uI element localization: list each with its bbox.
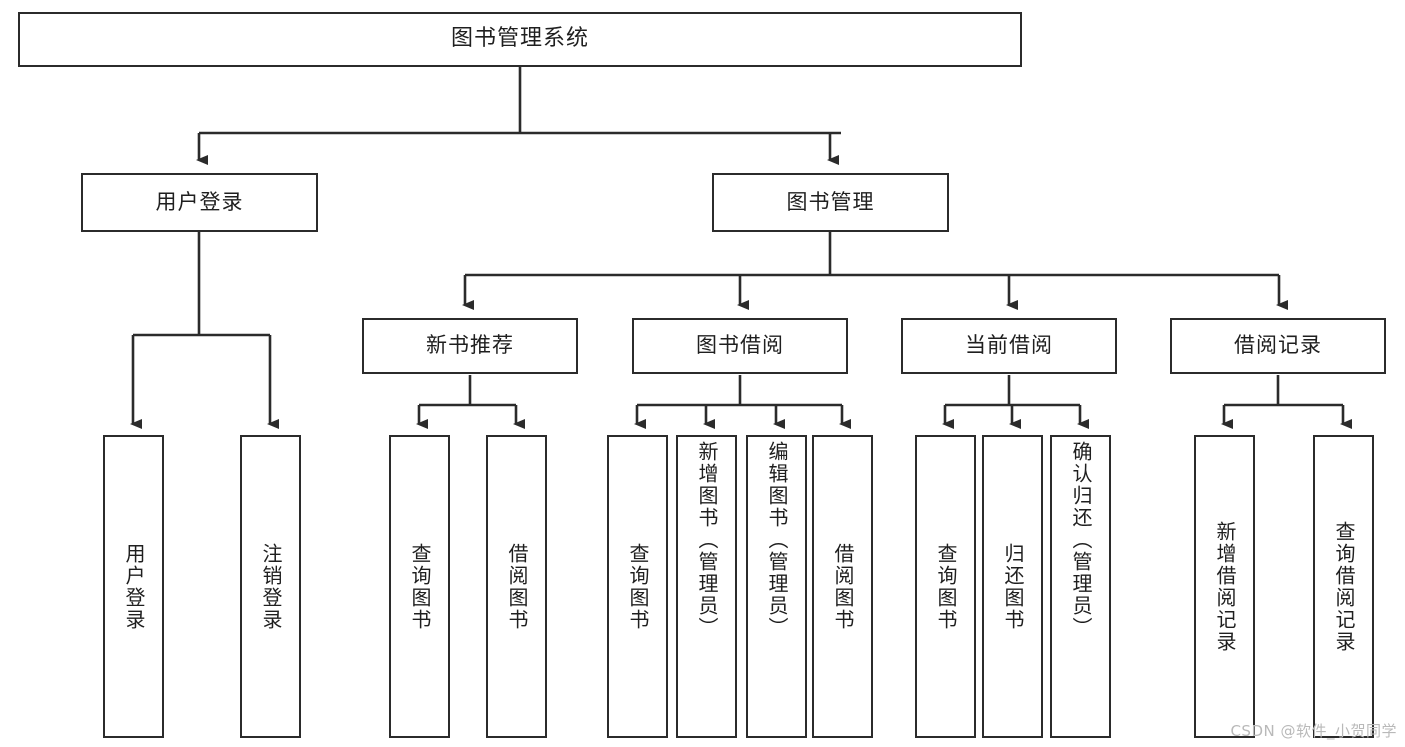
node-label: 当前借阅 [965,333,1053,358]
leaf-add-borrow-record[interactable]: 新增借阅记录 [1194,435,1255,738]
csdn-watermark: CSDN @软件_小贺同学 [1230,722,1397,740]
node-new-book-recommendation[interactable]: 新书推荐 [362,318,578,374]
node-user-login[interactable]: 用户登录 [81,173,318,232]
leaf-borrow-book-new-recommendation[interactable]: 借阅图书 [486,435,547,738]
node-label: 用户登录 [155,189,244,214]
node-label: 借阅图书 [505,542,529,631]
node-label: 查询图书 [626,542,650,631]
node-label: 确认归还（管理员） [1069,441,1093,639]
node-label: 新增借阅记录 [1213,520,1237,653]
node-label: 查询借阅记录 [1332,520,1356,653]
node-label: 注销登录 [259,542,283,631]
node-label: 图书管理系统 [450,26,589,52]
leaf-query-book-new-recommendation[interactable]: 查询图书 [389,435,450,738]
leaf-add-book-admin[interactable]: 新增图书（管理员） [676,435,737,738]
node-current-borrow[interactable]: 当前借阅 [901,318,1117,374]
leaf-logout[interactable]: 注销登录 [240,435,301,738]
leaf-return-book[interactable]: 归还图书 [982,435,1043,738]
node-root-book-management-system[interactable]: 图书管理系统 [18,12,1022,67]
node-label: 查询图书 [408,542,432,631]
leaf-borrow-book-borrow[interactable]: 借阅图书 [812,435,873,738]
node-borrow-record[interactable]: 借阅记录 [1170,318,1386,374]
node-label: 新书推荐 [426,333,514,358]
leaf-query-book-borrow[interactable]: 查询图书 [607,435,668,738]
leaf-query-book-current[interactable]: 查询图书 [915,435,976,738]
node-label: 用户登录 [122,542,146,631]
node-label: 新增图书（管理员） [695,441,719,639]
leaf-user-login[interactable]: 用户登录 [103,435,164,738]
leaf-confirm-return-admin[interactable]: 确认归还（管理员） [1050,435,1111,738]
node-label: 图书管理 [786,189,875,214]
node-label: 图书借阅 [696,333,784,358]
leaf-query-borrow-record[interactable]: 查询借阅记录 [1313,435,1374,738]
node-label: 借阅记录 [1234,333,1322,358]
node-label: 编辑图书（管理员） [765,441,789,639]
node-label: 归还图书 [1001,542,1025,631]
node-label: 查询图书 [934,542,958,631]
node-book-borrow[interactable]: 图书借阅 [632,318,848,374]
node-label: 借阅图书 [831,542,855,631]
leaf-edit-book-admin[interactable]: 编辑图书（管理员） [746,435,807,738]
node-book-management[interactable]: 图书管理 [712,173,949,232]
